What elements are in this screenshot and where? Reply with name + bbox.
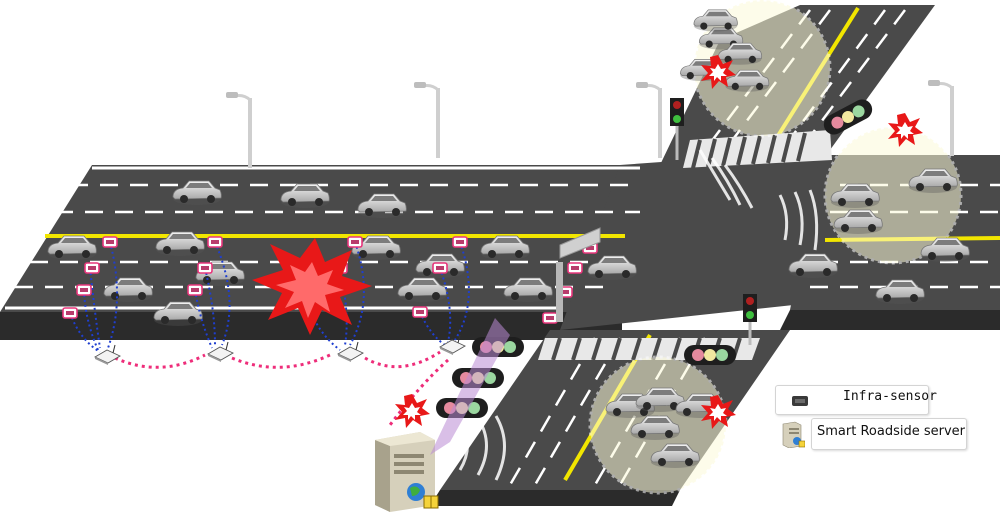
legend-infra-sensor-label: Infra-sensor [843,389,937,404]
legend-server-label: Smart Roadside server [817,424,965,439]
roadside-server [375,432,439,512]
detection-zones [588,0,963,495]
pedestrian-signals [670,98,757,345]
main-crash-burst [252,238,372,335]
sensor-chip-icon [792,396,808,406]
server-beam [430,318,510,455]
legend-infra-sensor: Infra-sensor [775,385,937,415]
overhead-gantry [556,227,601,322]
wireless-arcs [458,149,819,481]
legend-smart-roadside-server: Smart Roadside server [811,418,967,450]
server-links [114,350,449,426]
server-tower-icon [782,421,805,448]
